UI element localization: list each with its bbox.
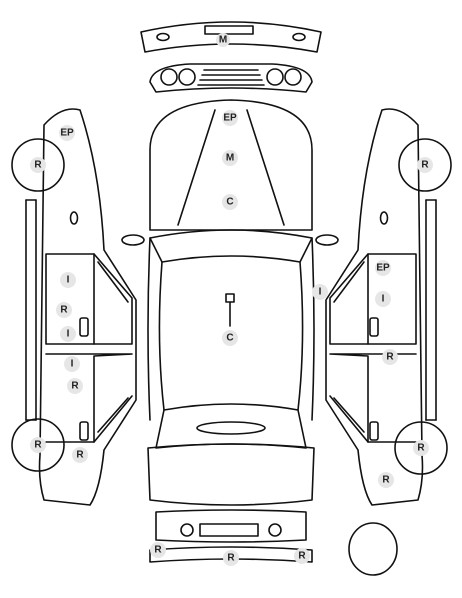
marker-left-ep[interactable]: EP <box>59 125 75 141</box>
marker-left-front-door-r[interactable]: R <box>56 302 72 318</box>
left-rear-wheel[interactable] <box>11 418 65 472</box>
marker-label: EP <box>223 113 237 124</box>
marker-hood-m[interactable]: M <box>222 150 238 166</box>
marker-label: C <box>226 197 233 208</box>
marker-label: M <box>219 35 227 46</box>
marker-label: R <box>76 450 84 461</box>
right-rear-wheel[interactable] <box>394 421 448 475</box>
marker-right-ep[interactable]: EP <box>375 260 391 276</box>
marker-label: EP <box>376 263 390 274</box>
marker-label: R <box>382 475 390 486</box>
marker-label: R <box>227 553 235 564</box>
marker-rear-bumper-left[interactable]: R <box>150 542 166 558</box>
marker-label: C <box>226 333 233 344</box>
marker-label: R <box>417 443 425 454</box>
marker-right-pillar-i[interactable]: I <box>312 284 328 300</box>
marker-label: I <box>67 275 70 286</box>
marker-left-rear-door-r[interactable]: R <box>67 378 83 394</box>
marker-roof[interactable]: M <box>216 33 230 47</box>
marker-label: I <box>71 359 74 370</box>
marker-hood-c[interactable]: C <box>222 194 238 210</box>
marker-left-rear-wheel[interactable]: R <box>30 437 46 453</box>
marker-rear-bumper-center[interactable]: R <box>223 550 239 566</box>
marker-right-rear-wheel[interactable]: R <box>413 440 429 456</box>
car-body-top[interactable] <box>121 99 339 506</box>
right-front-wheel[interactable] <box>398 138 452 192</box>
marker-left-front-door-i2[interactable]: I <box>60 326 76 342</box>
marker-left-rocker[interactable]: R <box>72 447 88 463</box>
marker-right-front-door-i[interactable]: I <box>375 291 391 307</box>
marker-label: I <box>319 287 322 298</box>
marker-label: M <box>226 153 234 164</box>
marker-left-front-door-i[interactable]: I <box>60 272 76 288</box>
marker-label: I <box>67 329 70 340</box>
marker-hood-ep[interactable]: EP <box>222 110 238 126</box>
spare-wheel[interactable] <box>348 522 398 576</box>
marker-left-front-wheel[interactable]: R <box>30 157 46 173</box>
marker-label: R <box>34 440 42 451</box>
marker-label: R <box>154 545 162 556</box>
marker-label: R <box>386 352 394 363</box>
marker-right-rear-door-r[interactable]: R <box>382 349 398 365</box>
marker-label: R <box>421 160 429 171</box>
marker-label: R <box>60 305 68 316</box>
marker-cabin-c[interactable]: C <box>222 330 238 346</box>
marker-label: R <box>71 381 79 392</box>
left-side-profile[interactable] <box>25 108 137 506</box>
front-grille[interactable] <box>149 63 313 93</box>
marker-left-rear-door-i[interactable]: I <box>64 356 80 372</box>
marker-label: R <box>298 551 306 562</box>
marker-label: I <box>382 294 385 305</box>
marker-label: EP <box>60 128 74 139</box>
marker-right-front-wheel[interactable]: R <box>417 157 433 173</box>
rear-bumper[interactable] <box>149 509 313 563</box>
right-side-profile[interactable] <box>325 108 437 506</box>
left-front-wheel[interactable] <box>11 138 65 192</box>
marker-rear-bumper-right[interactable]: R <box>294 548 310 564</box>
roof-panel[interactable] <box>140 21 322 53</box>
marker-right-rear[interactable]: R <box>378 472 394 488</box>
marker-label: R <box>34 160 42 171</box>
